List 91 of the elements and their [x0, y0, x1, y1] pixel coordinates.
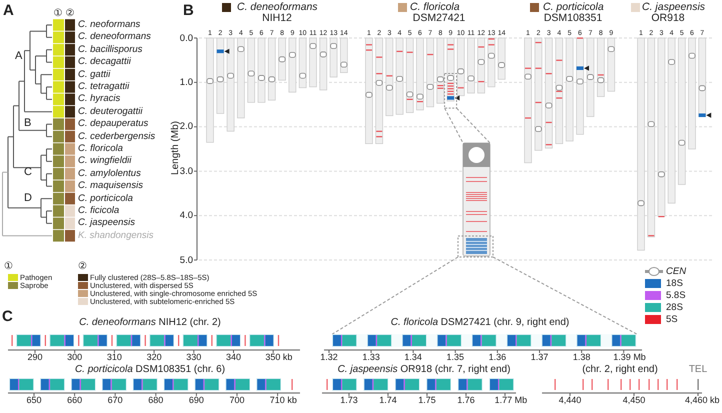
axis-tick-label: 4,450: [622, 396, 646, 405]
species-name: C. depauperatus: [78, 119, 148, 129]
legend-text: 18S: [666, 279, 683, 288]
column-number: ②: [66, 9, 74, 19]
strain-name: DSM27421: [412, 13, 466, 24]
species-name: C. floricola: [410, 2, 460, 12]
axis-tick-label: 4,460 kb: [685, 396, 720, 405]
axis-tick-label: 320: [146, 353, 162, 362]
zoom-box: [444, 73, 458, 109]
axis-tick-label: 1.0: [180, 78, 193, 88]
zoom-guide-line: [332, 256, 458, 335]
axis-tick-label: 3.0: [180, 166, 193, 176]
axis-tick-label: 310: [106, 353, 122, 362]
axis-tick-label: 4.0: [180, 211, 193, 221]
legend-text: 5S: [666, 315, 678, 324]
zoom-guide-line: [444, 108, 464, 144]
axis-tick-label: 1.73: [340, 396, 358, 405]
legend-text: CEN: [666, 267, 686, 276]
axis-tick-label: 1.32: [320, 353, 338, 362]
species-name: C. deneoformans: [78, 32, 151, 42]
axis-tick-label: 1.77 Mb: [494, 396, 528, 405]
species-name: C. maquisensis: [78, 181, 143, 191]
column-number: ①: [54, 9, 62, 19]
legend-text: 28S: [666, 303, 683, 312]
axis-tick-label: 1.33: [362, 353, 380, 362]
species-name: C. deneoformans: [237, 2, 318, 12]
panel-letter: A: [3, 3, 14, 18]
clade-letter: C: [24, 167, 32, 178]
axis-tick-label: 330: [186, 353, 202, 362]
track-title: C. porticicola DSM108351 (chr. 6): [74, 365, 226, 375]
telomere-label: TEL: [688, 365, 708, 375]
species-name: C. amylolentus: [78, 168, 141, 178]
species-name: C. porticicola: [78, 194, 133, 204]
species-name: C. bacillisporus: [78, 44, 142, 54]
axis-tick-label: 1.34: [404, 353, 422, 362]
species-name: C. neoformans: [78, 20, 140, 30]
axis-tick-label: 290: [27, 353, 43, 362]
axis-tick-label: 340: [226, 353, 242, 362]
axis-tick-label: 1.35: [446, 353, 464, 362]
species-name: C. tetragattii: [78, 82, 130, 92]
axis-tick-label: 710 kb: [270, 396, 297, 405]
strain-name: DSM108351: [544, 13, 602, 24]
axis-tick-label: 700: [229, 396, 245, 405]
track-title: C. jaspeensis OR918 (chr. 7, right end): [338, 365, 510, 375]
axis-tick-label: 0.0: [180, 34, 193, 43]
species-name: C. cederbergensis: [78, 132, 156, 142]
axis-tick-label: 660: [67, 396, 82, 405]
legend-heading: ②: [78, 262, 87, 272]
zoom-guide-line: [456, 108, 490, 144]
species-name: C. porticicola: [543, 2, 604, 12]
axis-tick-label: 1.39 Mb: [613, 353, 646, 362]
axis-tick-label: 1.36: [488, 353, 506, 362]
species-name: C. floricola: [78, 144, 123, 154]
axis-tick-label: 1.75: [418, 396, 436, 405]
chromosome-inset-drawing: [462, 142, 490, 256]
species-name: C. jaspeensis: [78, 218, 136, 228]
track-title: (chr. 2, right end): [582, 365, 658, 375]
zoom-box: [458, 236, 494, 258]
axis-tick-label: 680: [148, 396, 164, 405]
axis-tick-label: 300: [67, 353, 82, 362]
axis-tick-label: 4,440: [558, 396, 582, 405]
species-name: C. deuterogattii: [78, 106, 142, 116]
strain-name: OR918: [651, 13, 685, 24]
zoom-guide-line: [492, 256, 638, 335]
axis-tick-label: 690: [188, 396, 204, 405]
species-name: C. decagattii: [78, 57, 131, 67]
axis-tick-label: 1.74: [379, 396, 397, 405]
axis-tick-label: 1.38: [572, 353, 590, 362]
axis-tick-label: 2.0: [180, 122, 193, 132]
species-name: C. hyracis: [78, 94, 120, 104]
legend-text: 5.8S: [666, 291, 686, 300]
legend-heading: ①: [4, 262, 13, 272]
panel-letter: C: [2, 309, 13, 324]
axis-tick-label: 1.37: [530, 353, 548, 362]
species-name: C. wingfieldii: [78, 156, 132, 166]
axis-title: Length (Mb): [171, 121, 181, 175]
axis-tick-label: 350 kb: [265, 353, 292, 362]
clade-letter: B: [24, 118, 32, 129]
strain-name: NIH12: [262, 13, 292, 24]
species-name: C. jaspeensis: [642, 2, 706, 12]
clade-letter: D: [24, 193, 32, 204]
panel-letter: B: [183, 3, 194, 18]
axis-tick-label: 5.0: [180, 256, 193, 265]
axis-tick-label: 1.76: [457, 396, 475, 405]
clade-letter: A: [15, 51, 22, 62]
species-name: C. ficicola: [78, 206, 120, 216]
track-title: C. deneoformans NIH12 (chr. 2): [79, 318, 221, 328]
species-name: C. gattii: [78, 70, 110, 80]
species-name: K. shandongensis: [78, 230, 154, 240]
axis-tick-label: 650: [26, 396, 42, 405]
axis-tick-label: 670: [108, 396, 123, 405]
